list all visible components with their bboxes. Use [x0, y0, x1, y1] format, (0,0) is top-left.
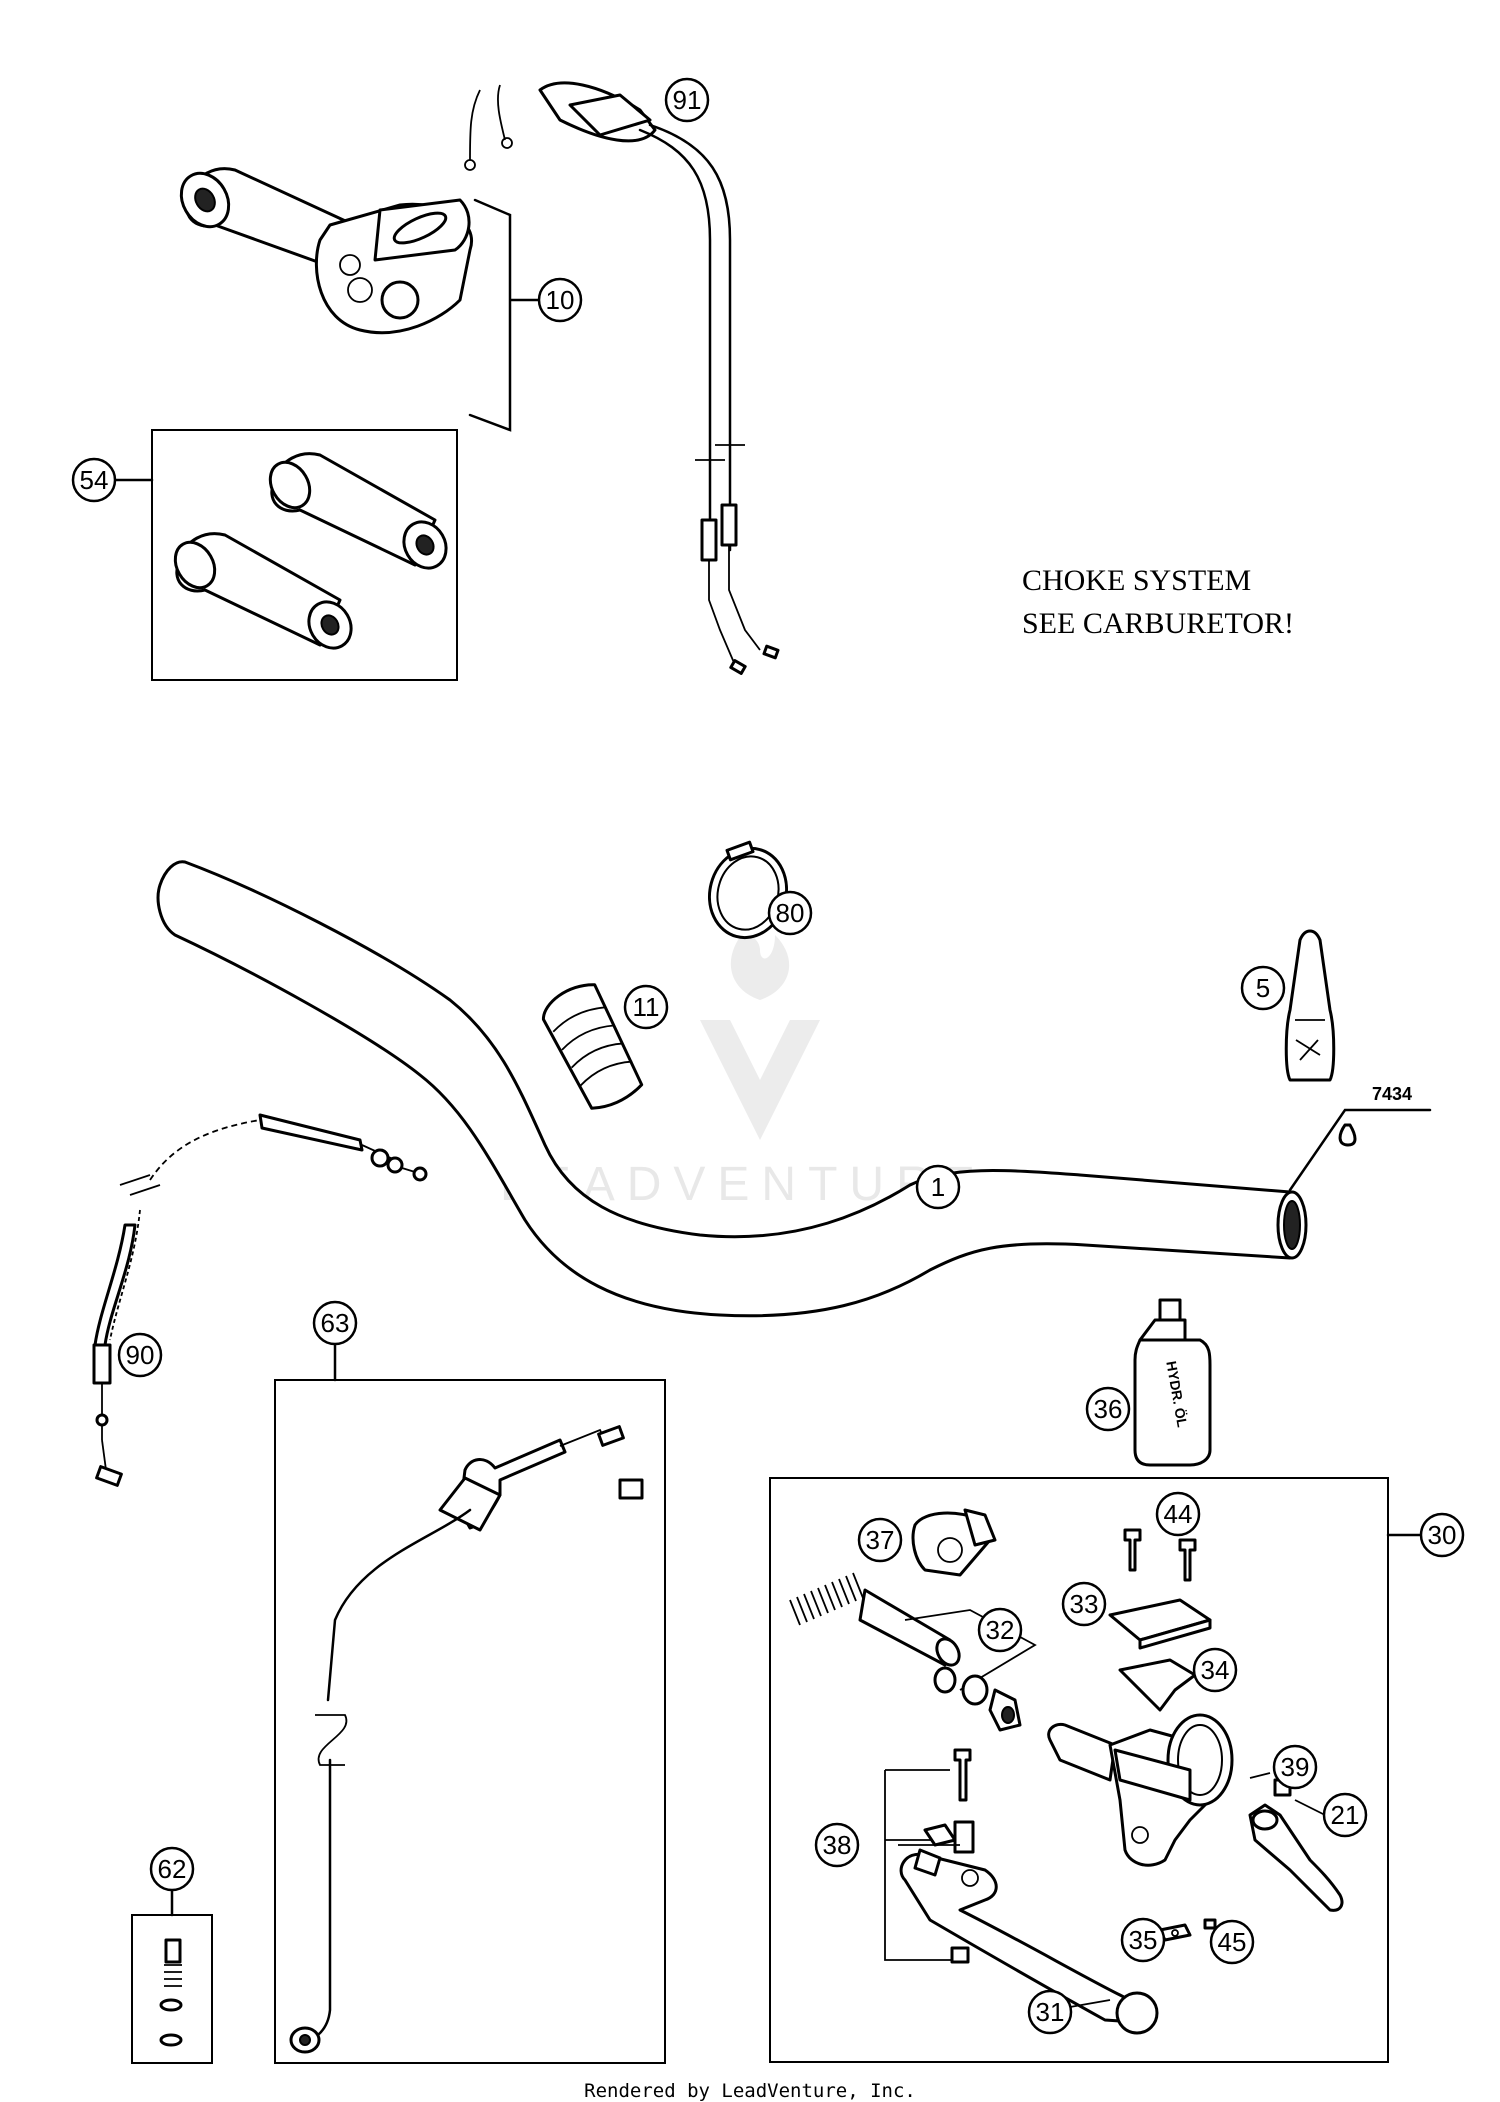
clutch-line-box: [274, 1379, 666, 2064]
callout-54: 54: [71, 457, 117, 503]
svg-text:33: 33: [1070, 1589, 1099, 1619]
svg-text:11: 11: [633, 992, 660, 1022]
svg-text:35: 35: [1129, 1925, 1158, 1955]
svg-text:62: 62: [158, 1854, 187, 1884]
bleeder-screw: [159, 1938, 183, 2047]
hydraulic-oil-bottle: HYDR. ÖL: [1133, 1298, 1212, 1467]
throttle-grip-assembly: [179, 167, 474, 335]
svg-text:80: 80: [776, 898, 805, 928]
callout-91: 91: [664, 77, 710, 123]
callout-31: 31: [1027, 1989, 1073, 2035]
callout-44: 44: [1155, 1491, 1201, 1537]
thread-locker-bottle: [1284, 929, 1336, 1082]
callout-1: 1: [915, 1164, 961, 1210]
svg-text:32: 32: [986, 1615, 1015, 1645]
grips-pair: [173, 452, 448, 650]
rubber-sleeve: [541, 983, 644, 1110]
callout-10: 10: [537, 277, 583, 323]
master-cylinder-box: [769, 1477, 1389, 2063]
leader-10: [468, 198, 542, 432]
callout-80: 80: [767, 890, 813, 936]
callout-62: 62: [149, 1846, 195, 1892]
clamp-ring: [707, 840, 789, 940]
svg-text:38: 38: [823, 1830, 852, 1860]
callout-21: 21: [1322, 1792, 1368, 1838]
svg-text:39: 39: [1281, 1752, 1310, 1782]
callout-37: 37: [857, 1517, 903, 1563]
callout-30: 30: [1419, 1512, 1465, 1558]
footer-credit: Rendered by LeadVenture, Inc.: [584, 2080, 916, 2102]
callout-35: 35: [1120, 1917, 1166, 1963]
clutch-cable: [92, 1113, 428, 1487]
svg-text:21: 21: [1331, 1800, 1360, 1830]
ref-label-7434: 7434: [1372, 1084, 1412, 1104]
svg-text:37: 37: [866, 1525, 895, 1555]
svg-text:30: 30: [1428, 1520, 1457, 1550]
svg-text:10: 10: [546, 285, 575, 315]
ref-drop: [1338, 1123, 1357, 1147]
callout-36: 36: [1085, 1386, 1131, 1432]
throttle-cables: [464, 81, 780, 675]
leaders-master: [898, 1772, 1326, 2008]
leader-7434: [1288, 1108, 1432, 1192]
callout-34: 34: [1192, 1647, 1238, 1693]
svg-text:36: 36: [1094, 1394, 1123, 1424]
callout-90: 90: [117, 1332, 163, 1378]
svg-text:1: 1: [931, 1172, 945, 1202]
svg-text:54: 54: [80, 465, 109, 495]
bleeder-box: [131, 1914, 213, 2064]
callout-38: 38: [814, 1822, 860, 1868]
grips-box: [151, 429, 458, 681]
svg-text:90: 90: [126, 1340, 155, 1370]
svg-text:31: 31: [1036, 1997, 1065, 2027]
choke-note-line2: SEE CARBURETOR!: [1022, 607, 1294, 640]
svg-text:44: 44: [1164, 1499, 1193, 1529]
callout-63: 63: [312, 1300, 358, 1346]
callout-11: 11: [623, 984, 669, 1030]
callout-5: 5: [1240, 965, 1286, 1011]
handlebar: [156, 860, 1308, 1318]
svg-text:45: 45: [1218, 1927, 1247, 1957]
svg-text:91: 91: [673, 85, 702, 115]
svg-text:63: 63: [321, 1308, 350, 1338]
callout-39: 39: [1272, 1744, 1318, 1790]
callout-45: 45: [1209, 1919, 1255, 1965]
clutch-line: [289, 1425, 644, 2054]
svg-text:5: 5: [1256, 973, 1270, 1003]
callout-32: 32: [977, 1607, 1023, 1653]
svg-text:34: 34: [1201, 1655, 1230, 1685]
callout-33: 33: [1061, 1581, 1107, 1627]
choke-note-line1: CHOKE SYSTEM: [1022, 564, 1251, 597]
master-cylinder-parts: [789, 1508, 1344, 2035]
